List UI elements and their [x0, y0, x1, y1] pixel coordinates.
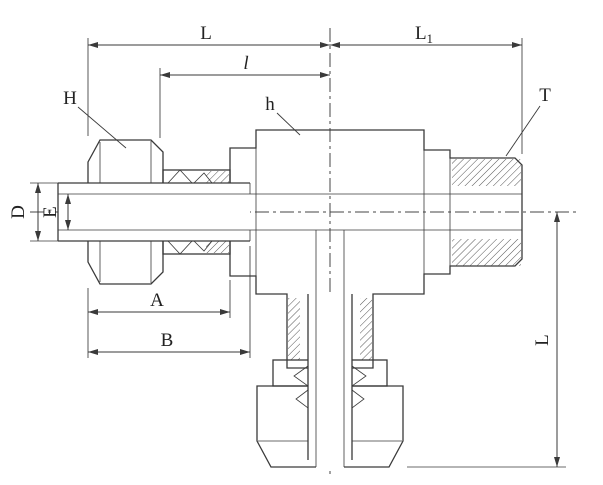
label-dim-B: B — [161, 330, 174, 351]
tube-bore-area — [58, 183, 250, 241]
left-thread-hatch-bottom — [206, 241, 229, 253]
label-branch-L: L — [532, 334, 553, 346]
branch-thread-hatch-right — [360, 298, 372, 360]
label-thread-T: T — [539, 85, 551, 106]
label-body-h: h — [265, 94, 275, 115]
bottom-nut — [256, 385, 404, 468]
front-ferrule — [167, 169, 193, 184]
male-thread-hatch-bottom — [452, 239, 521, 266]
label-bore-E: E — [40, 206, 61, 218]
label-length-L: L — [200, 23, 212, 44]
front-ferrule — [167, 240, 193, 255]
label-L1-main: L — [415, 23, 427, 44]
front-ferrule — [351, 365, 367, 387]
left-thread-hatch-top — [206, 171, 229, 183]
back-ferrule — [351, 389, 365, 409]
branch-thread-hatch-left — [288, 298, 300, 360]
male-thread-hatch-top — [452, 159, 521, 186]
leader-h — [276, 112, 301, 136]
label-length-L1: L1 — [415, 23, 433, 46]
branch-bore-area — [308, 294, 352, 460]
leader-H — [77, 106, 127, 149]
back-ferrule — [193, 172, 213, 184]
back-ferrule — [295, 389, 309, 409]
leader-T — [505, 105, 541, 157]
label-length-partial: l — [243, 53, 248, 74]
nut-exit-hole — [316, 458, 344, 468]
back-ferrule — [193, 240, 213, 252]
label-dim-A: A — [150, 290, 164, 311]
label-nut-H: H — [63, 88, 77, 109]
front-ferrule — [293, 365, 309, 387]
label-L1-subscript: 1 — [427, 31, 434, 46]
label-tube-od-D: D — [8, 205, 29, 219]
